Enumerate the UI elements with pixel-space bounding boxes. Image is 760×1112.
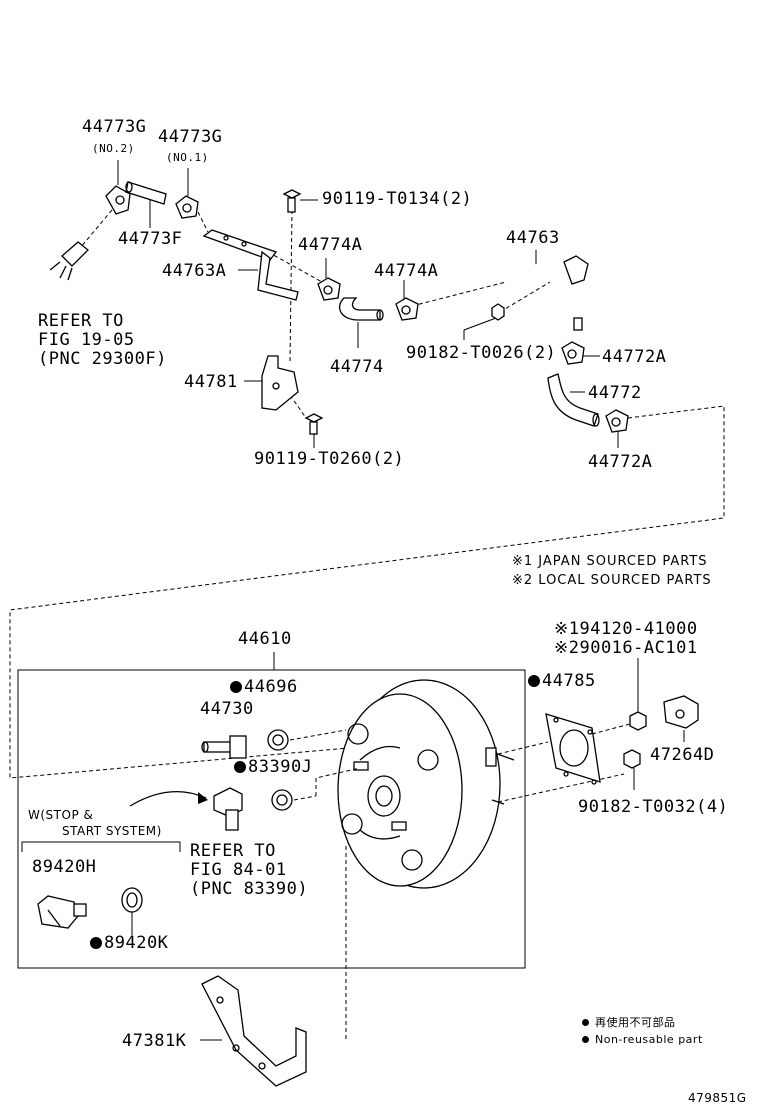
label-no1: (NO.1)	[166, 151, 209, 164]
note-japan-sourced: ※1 JAPAN SOURCED PARTS	[512, 554, 708, 569]
label-44763a: 44763A	[162, 261, 227, 281]
check-valve-44730-shape	[201, 735, 247, 759]
label-44730: 44730	[200, 699, 254, 719]
non-reusable-dot	[90, 937, 102, 949]
clamp-44773g-no2-shape	[105, 185, 131, 215]
label-44696: 44696	[230, 678, 298, 696]
refer-fig-84-01-line1: REFER TO	[190, 841, 276, 861]
label-44772a-1: 44772A	[602, 347, 667, 367]
refer-fig-19-05-line2: FIG 19-05	[38, 330, 135, 350]
non-reusable-dot	[528, 675, 540, 687]
label-90182-t0032: 90182-T0032(4)	[578, 797, 729, 817]
label-44773g-no2: 44773G	[82, 117, 147, 137]
label-89420h: 89420H	[32, 857, 97, 877]
legend-dot	[582, 1036, 589, 1043]
legend-non-reusable-jp: 再使用不可部品	[582, 1017, 676, 1029]
refer-fig-19-05-line3: (PNC 29300F)	[38, 349, 167, 369]
hose-44774-shape	[339, 297, 384, 321]
w-stop-start-line2: START SYSTEM)	[62, 824, 162, 838]
label-44772: 44772	[588, 383, 642, 403]
pipe-44763a-shape	[202, 229, 299, 301]
non-reusable-dot	[230, 681, 242, 693]
legend-non-reusable-en: Non-reusable part	[582, 1034, 703, 1046]
hose-44772-shape	[547, 373, 600, 427]
label-44772a-2: 44772A	[588, 452, 653, 472]
grommet-83390j-shape	[271, 789, 293, 811]
nut-90182-t0032-shape	[623, 749, 641, 790]
label-44785: 44785	[528, 672, 596, 690]
label-89420k: 89420K	[90, 934, 168, 952]
clamp-44774a-2-shape	[395, 297, 419, 321]
clevis-47264d-shape	[663, 695, 699, 742]
label-90182-t0026: 90182-T0026(2)	[406, 343, 557, 363]
refer-fig-19-05-line1: REFER TO	[38, 311, 124, 331]
refer-fig-84-01-line3: (PNC 83390)	[190, 879, 309, 899]
pipe-44763-shape	[503, 255, 589, 331]
refer-fig-84-01-line2: FIG 84-01	[190, 860, 287, 880]
label-44610: 44610	[238, 629, 292, 649]
ring-89420k-shape	[121, 887, 143, 935]
nut-90182-t0026-shape	[491, 303, 505, 321]
label-44773f: 44773F	[118, 229, 183, 249]
figure-number: 479851G	[688, 1091, 747, 1105]
clamp-44774a-1-shape	[317, 277, 341, 301]
nut-94120-41000-shape	[629, 658, 647, 731]
gasket-44785-shape	[545, 713, 601, 785]
sensor-89420h-shape	[37, 895, 87, 929]
dashed-lines-booster	[289, 723, 631, 1040]
bolt-90119-t0260-shape	[304, 413, 324, 435]
label-90119-t0260: 90119-T0260(2)	[254, 449, 405, 469]
label-44774a-2: 44774A	[374, 261, 439, 281]
label-90016-ac101: ※290016-AC101	[554, 638, 698, 658]
label-44763: 44763	[506, 228, 560, 248]
label-44774a-1: 44774A	[298, 235, 363, 255]
label-47264d: 47264D	[650, 745, 715, 765]
label-83390j: 83390J	[234, 758, 312, 776]
arrow-shape	[129, 790, 208, 807]
bracket-44781-shape	[261, 355, 299, 411]
note-local-sourced: ※2 LOCAL SOURCED PARTS	[512, 573, 712, 588]
clamp-44772a-lower-shape	[605, 409, 629, 433]
sensor-refer-fig-84-01-shape	[213, 787, 243, 831]
bolt-90119-t0134-shape	[282, 189, 302, 213]
connector-refer-fig-19-05-shape	[49, 241, 89, 281]
clamp-44773g-no1-shape	[175, 195, 199, 219]
brake-booster-44610-shape	[337, 679, 515, 889]
w-stop-start-line1: W(STOP &	[28, 808, 94, 822]
label-no2: (NO.2)	[92, 142, 135, 155]
legend-dot	[582, 1019, 589, 1026]
clamp-44772a-upper-shape	[561, 341, 585, 365]
bracket-47381k-shape	[200, 975, 307, 1087]
dashed-lines-top	[9, 209, 725, 779]
label-44773g-no1: 44773G	[158, 127, 223, 147]
label-47381k: 47381K	[122, 1031, 187, 1051]
grommet-44696-shape	[267, 729, 289, 751]
label-90119-t0134: 90119-T0134(2)	[322, 189, 473, 209]
w-system-bracket	[21, 841, 181, 852]
label-94120-41000: ※194120-41000	[554, 619, 698, 639]
label-44781: 44781	[184, 372, 238, 392]
booster-assembly-box	[17, 652, 526, 969]
label-44774: 44774	[330, 357, 384, 377]
hose-44773f-shape	[125, 181, 167, 205]
non-reusable-dot	[234, 761, 246, 773]
